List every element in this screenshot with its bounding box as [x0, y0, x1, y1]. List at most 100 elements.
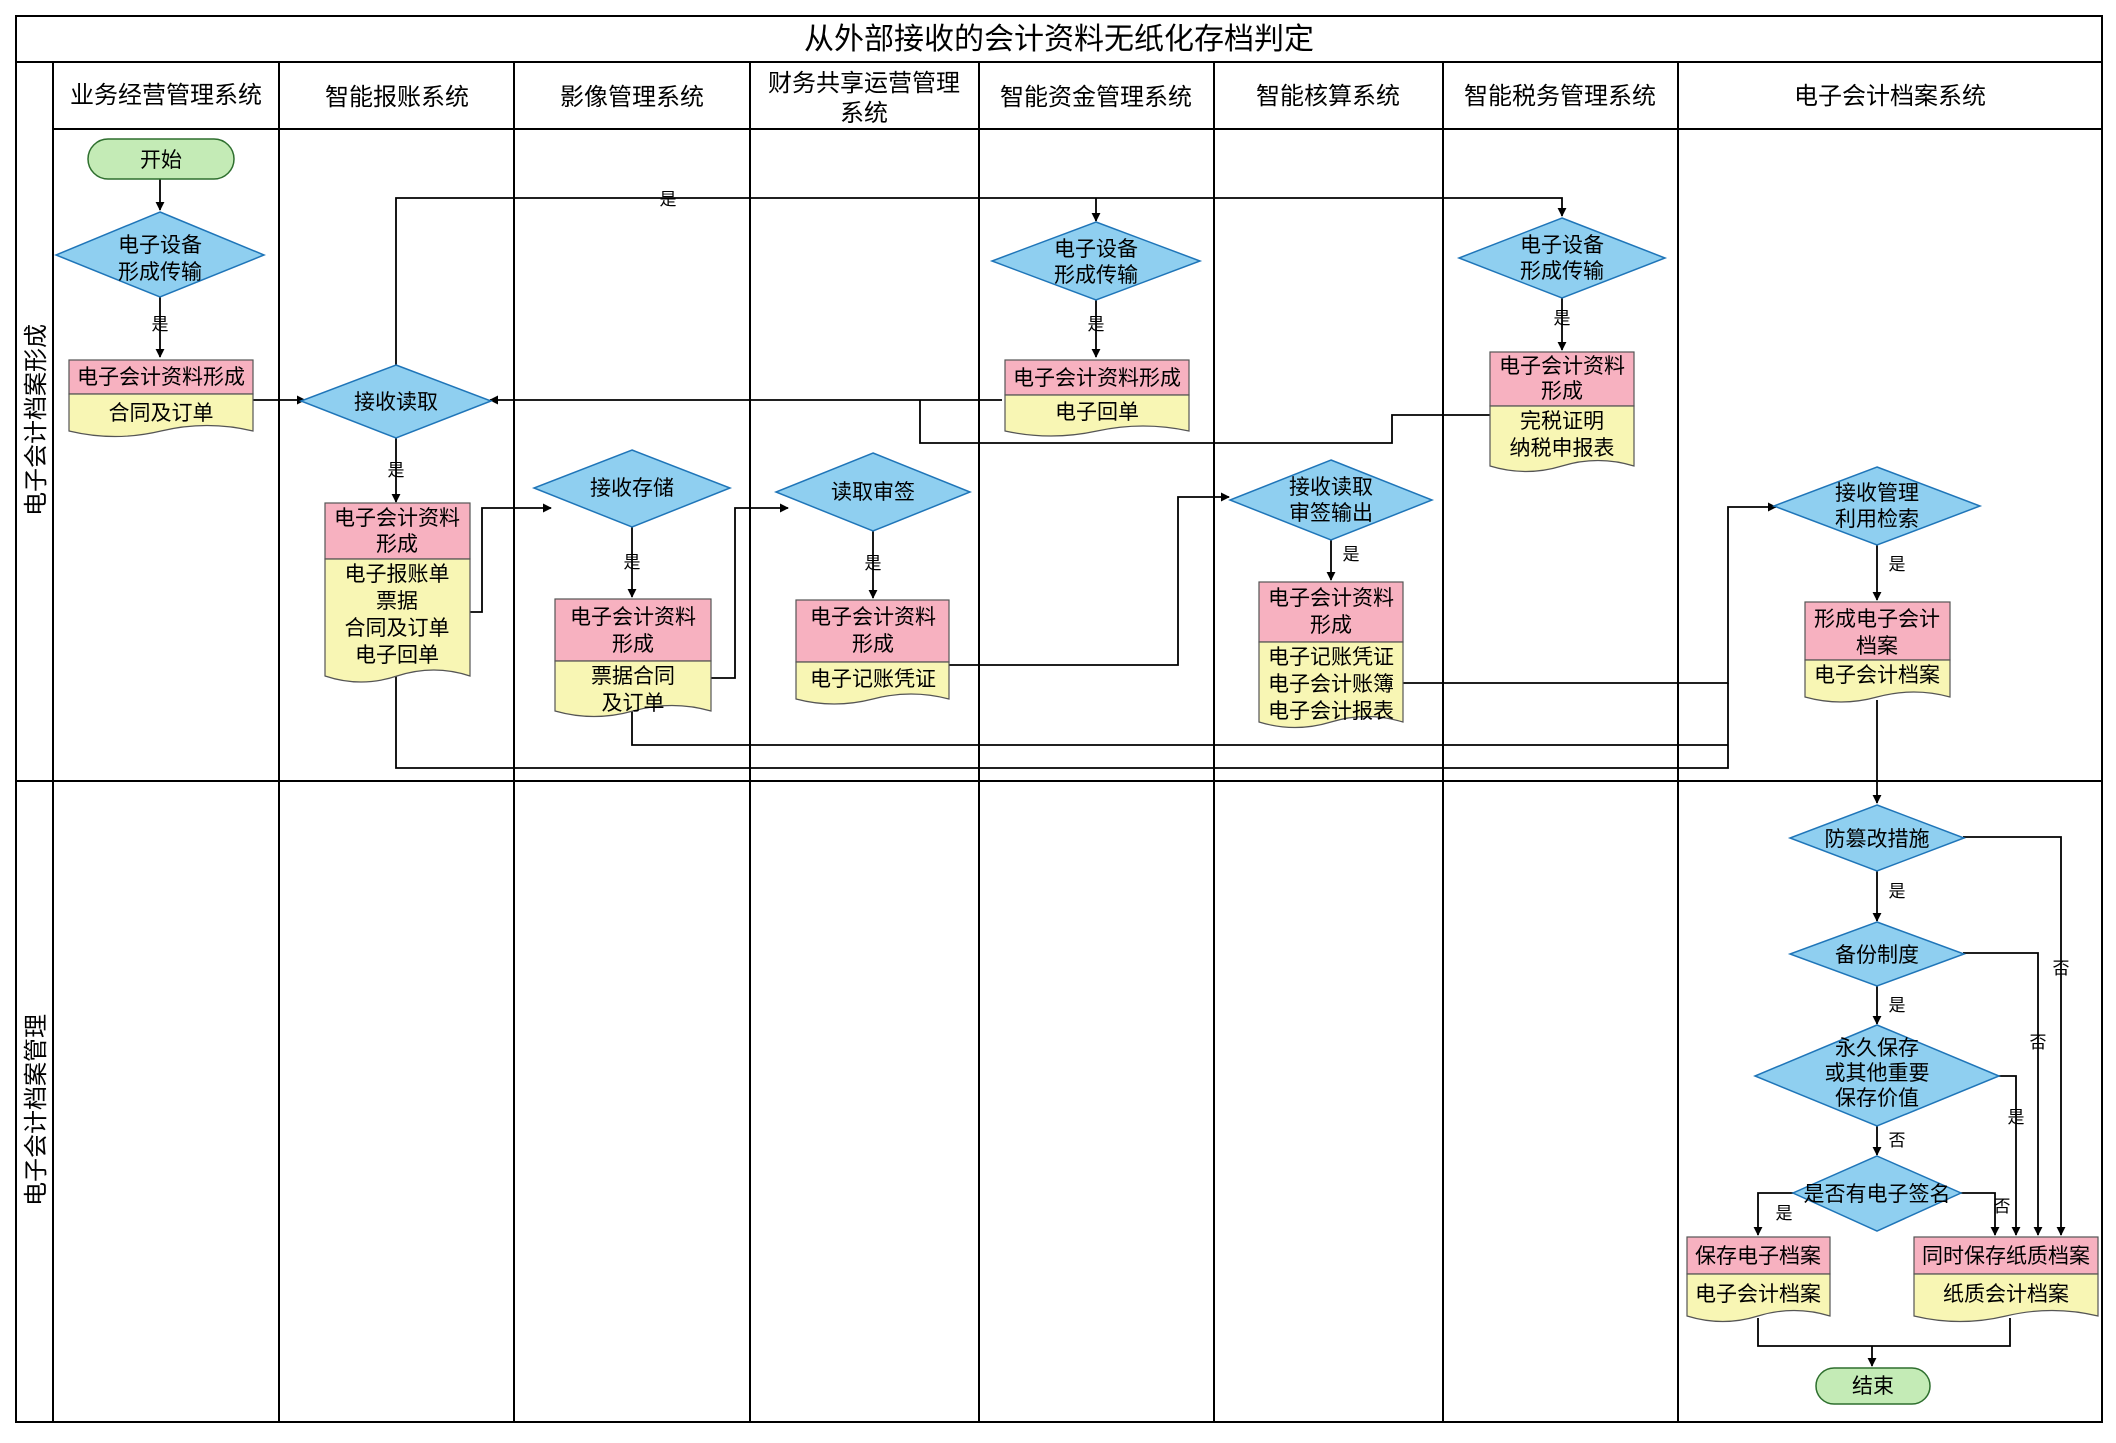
document-body-label: 完税证明: [1520, 409, 1604, 433]
document-body-label: 电子回单: [355, 643, 439, 667]
edge-expdoc-to-store: [470, 503, 552, 613]
edge-saves-to-end: [1757, 1318, 2011, 1347]
decision-biz-device: 电子设备 形成传输: [54, 211, 266, 298]
edge-label-no: 否: [1994, 1197, 2011, 1217]
document-head-label: 电子会计资料: [1268, 586, 1394, 610]
decision-esignature: 是否有电子签名: [1791, 1155, 1963, 1232]
document-save-electronic: 保存电子档案 电子会计档案: [1686, 1236, 1831, 1323]
decision-receive-store: 接收存储: [531, 449, 733, 528]
lane-label-formation: 电子会计档案形成: [22, 324, 50, 516]
edge-labels: 是 是 是 是 是 是 是 是 是 是 是 否 是 否 是 否 否: [152, 190, 2070, 1224]
document-body-label: 电子记账凭证: [1268, 645, 1394, 669]
document-body-label: 电子会计档案: [1814, 663, 1940, 687]
decision-tax-device: 电子设备 形成传输: [1456, 217, 1668, 299]
edge-taxdoc-to-read: [919, 400, 1490, 444]
document-body-label: 纳税申报表: [1510, 436, 1615, 460]
edge-esign-to-save-p: [1960, 1192, 2000, 1236]
document-body-label: 及订单: [602, 691, 665, 715]
document-shared-ops: 电子会计资料 形成 电子记账凭证: [795, 599, 950, 705]
diagram-title: 从外部接收的会计资料无纸化存档判定: [804, 22, 1314, 57]
document-head-label: 电子会计资料: [334, 506, 460, 530]
decision-label: 接收管理: [1835, 481, 1919, 505]
edge-label-yes: 是: [624, 553, 641, 573]
decision-label: 形成传输: [1520, 259, 1604, 283]
end-terminal: 结束: [1815, 1367, 1931, 1405]
document-body-label: 电子报账单: [345, 562, 450, 586]
edge-label-no: 否: [2030, 1033, 2047, 1053]
document-body-label: 电子会计账簿: [1268, 672, 1394, 696]
decision-label: 形成传输: [1054, 263, 1138, 287]
edge-permanent-to-save-p: [1997, 1075, 2021, 1236]
edge-label-yes: 是: [660, 190, 677, 210]
decision-permanent: 永久保存 或其他重要 保存价值: [1753, 1024, 2001, 1127]
document-body-label: 纸质会计档案: [1943, 1282, 2069, 1306]
column-header-fund: 智能资金管理系统: [1000, 83, 1192, 111]
decision-fund-device: 电子设备 形成传输: [989, 221, 1203, 301]
document-head-label: 电子会计资料: [810, 605, 936, 629]
document-biz: 电子会计资料形成 合同及订单: [68, 359, 254, 438]
lane-label-management: 电子会计档案管理: [22, 1014, 50, 1206]
swimlane-grid: [15, 15, 2103, 1423]
decision-label: 利用检索: [1835, 507, 1919, 531]
decision-label: 接收存储: [590, 476, 674, 500]
document-head-label: 电子会计资料形成: [77, 365, 245, 389]
document-body-label: 电子会计档案: [1695, 1282, 1821, 1306]
document-archive: 形成电子会计 档案 电子会计档案: [1804, 601, 1951, 703]
start-label: 开始: [140, 148, 182, 172]
edge-expdoc-to-archive: [395, 675, 1729, 769]
column-header-tax: 智能税务管理系统: [1464, 82, 1656, 110]
document-head-label: 形成电子会计: [1814, 607, 1940, 631]
decision-label: 电子设备: [1054, 237, 1138, 261]
document-head-label: 形成: [612, 632, 654, 656]
edge-label-no: 否: [1889, 1131, 1906, 1151]
document-head-label: 形成: [852, 632, 894, 656]
connectors: [155, 179, 2066, 1367]
document-body-label: 合同及订单: [109, 401, 214, 425]
document-head-label: 电子会计资料: [570, 605, 696, 629]
document-body-label: 票据合同: [591, 664, 675, 688]
edge-esign-to-save-e: [1753, 1192, 1794, 1236]
decision-label: 是否有电子签名: [1804, 1182, 1951, 1206]
decision-label: 电子设备: [1520, 233, 1604, 257]
column-header-archive: 电子会计档案系统: [1794, 82, 1986, 110]
document-head-label: 档案: [1856, 634, 1898, 658]
decision-label: 形成传输: [118, 260, 202, 284]
column-headers: 业务经营管理系统 智能报账系统 影像管理系统 财务共享运营管理 系统 智能资金管…: [70, 69, 1986, 127]
edge-label-yes: 是: [1088, 315, 1105, 335]
document-body-label: 合同及订单: [345, 616, 450, 640]
edge-label-yes: 是: [388, 461, 405, 481]
column-header-shared-ops-line2: 系统: [840, 99, 888, 127]
document-fund: 电子会计资料形成 电子回单: [1004, 359, 1190, 437]
edge-read-to-devices: [395, 197, 1567, 366]
edge-label-yes: 是: [1889, 555, 1906, 575]
edge-label-yes: 是: [1889, 882, 1906, 902]
decision-receive-read: 接收读取: [298, 364, 494, 439]
decision-label: 或其他重要: [1825, 1061, 1930, 1085]
document-head-label: 形成: [1541, 379, 1583, 403]
end-label: 结束: [1852, 1374, 1894, 1398]
document-head-label: 形成: [376, 532, 418, 556]
decision-label: 电子设备: [118, 233, 202, 257]
decision-label: 接收读取: [1289, 475, 1373, 499]
decision-label: 备份制度: [1835, 943, 1919, 967]
edge-tamper-to-save-p: [1963, 836, 2066, 1236]
edge-label-yes: 是: [1343, 545, 1360, 565]
decision-label: 审签输出: [1289, 501, 1373, 525]
edge-fssdoc-to-accread: [948, 492, 1230, 666]
decision-label: 读取审签: [831, 480, 915, 504]
column-header-shared-ops-line1: 财务共享运营管理: [768, 69, 960, 97]
decision-label: 接收读取: [354, 390, 438, 414]
document-head-label: 同时保存纸质档案: [1922, 1244, 2090, 1268]
document-save-paper: 同时保存纸质档案 纸质会计档案: [1913, 1236, 2099, 1323]
document-tax: 电子会计资料 形成 完税证明 纳税申报表: [1489, 351, 1635, 473]
document-body-label: 电子记账凭证: [810, 667, 936, 691]
document-body-label: 票据: [376, 589, 418, 613]
edge-label-yes: 是: [1889, 996, 1906, 1016]
column-header-expense: 智能报账系统: [325, 83, 469, 111]
edge-label-yes: 是: [2008, 1108, 2025, 1128]
column-header-accounting: 智能核算系统: [1256, 82, 1400, 110]
decision-archive-manage: 接收管理 利用检索: [1771, 466, 1983, 546]
edge-accdoc-to-archive: [1403, 502, 1777, 684]
document-head-label: 电子会计资料形成: [1013, 366, 1181, 390]
decision-label: 永久保存: [1835, 1036, 1919, 1060]
